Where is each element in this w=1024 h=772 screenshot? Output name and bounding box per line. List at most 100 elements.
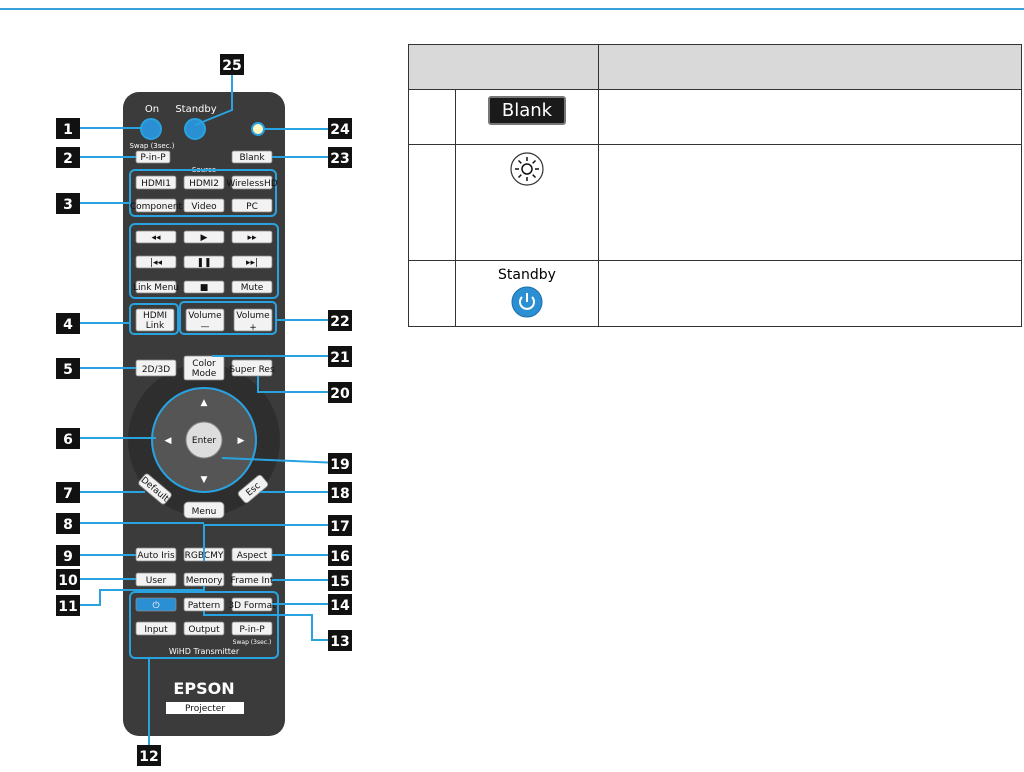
super-res-button[interactable] — [231, 359, 273, 377]
frame-int-label: Frame Int — [231, 576, 274, 586]
callout-2: 2 — [56, 147, 80, 168]
down-arrow-icon[interactable]: ▼ — [201, 475, 208, 485]
play-button[interactable] — [183, 230, 225, 244]
callout-24: 24 — [328, 118, 352, 139]
pinp-label: P-in-P — [140, 153, 166, 163]
hdmi-link-button[interactable] — [135, 308, 175, 332]
color-mode-button[interactable] — [183, 355, 225, 381]
hdmi2-label: HDMI2 — [189, 179, 219, 189]
next-button[interactable] — [231, 255, 273, 269]
svg-text:21: 21 — [330, 350, 349, 366]
esc-button[interactable] — [237, 474, 269, 504]
svg-text:7: 7 — [63, 486, 73, 502]
link-group-highlight — [129, 223, 279, 299]
volume-down-label: Volume — [188, 311, 222, 321]
hdmi1-label: HDMI1 — [141, 179, 171, 189]
callout-19: 19 — [328, 453, 352, 474]
volume-down-button[interactable] — [185, 308, 225, 332]
volume-highlight — [179, 301, 277, 335]
row-number-cell — [408, 260, 456, 327]
wirelesshd-button[interactable] — [231, 175, 273, 190]
standby-label: Standby — [175, 104, 216, 115]
light-icon — [510, 152, 544, 186]
callout-20: 20 — [328, 382, 352, 403]
callout-25: 25 — [220, 54, 244, 75]
svg-text:8: 8 — [63, 517, 73, 533]
row-image-cell: Standby — [455, 260, 599, 327]
output-button[interactable] — [183, 621, 225, 636]
link-menu-label: Link Menu — [133, 283, 179, 293]
hdmi1-button[interactable] — [135, 175, 177, 190]
svg-text:1: 1 — [63, 122, 73, 138]
aspect-label: Aspect — [237, 551, 268, 561]
callout-21: 21 — [328, 346, 352, 367]
enter-button[interactable] — [185, 421, 223, 459]
svg-text:20: 20 — [330, 386, 350, 402]
default-button[interactable] — [137, 473, 172, 506]
row-image-cell — [455, 144, 599, 261]
menu-button[interactable] — [183, 501, 225, 519]
wihd-pinp-label: P-in-P — [239, 625, 265, 635]
svg-text:2: 2 — [63, 151, 73, 167]
stop-icon: ■ — [200, 283, 209, 293]
reference-table: Blank Standby — [408, 44, 1022, 327]
wihd-power-button[interactable] — [135, 597, 177, 612]
callout-22: 22 — [328, 310, 352, 331]
svg-text:9: 9 — [63, 549, 73, 565]
callout-17: 17 — [328, 515, 352, 536]
3d-format-label: 3D Format — [228, 601, 276, 611]
power-icon: ⏻ — [152, 600, 159, 611]
input-button[interactable] — [135, 621, 177, 636]
light-button[interactable] — [251, 122, 265, 136]
on-button[interactable] — [140, 118, 162, 140]
row-description-cell — [598, 89, 1022, 145]
pc-label: PC — [246, 202, 258, 212]
callout-4: 4 — [56, 313, 80, 334]
volume-up-button[interactable] — [233, 308, 273, 332]
right-arrow-icon[interactable]: ▶ — [238, 436, 245, 446]
rewind-button[interactable] — [135, 230, 177, 244]
auto-iris-label: Auto Iris — [137, 551, 175, 561]
row-number-cell — [408, 89, 456, 145]
callout-16: 16 — [328, 545, 352, 566]
wihd-label: WiHD Transmitter — [169, 647, 240, 656]
svg-text:12: 12 — [139, 749, 158, 765]
pc-button[interactable] — [231, 198, 273, 213]
blank-button-image: Blank — [487, 96, 567, 125]
svg-text:13: 13 — [330, 634, 349, 650]
svg-text:16: 16 — [330, 549, 349, 565]
header-rule — [0, 8, 1024, 10]
callout-6: 6 — [56, 428, 80, 449]
hdmi-link-label-1: HDMI — [143, 311, 167, 321]
callout-18: 18 — [328, 482, 352, 503]
mute-button[interactable] — [231, 280, 273, 294]
svg-text:11: 11 — [58, 599, 77, 615]
hdmi2-button[interactable] — [183, 175, 225, 190]
link-menu-button[interactable] — [135, 280, 177, 294]
video-button[interactable] — [183, 198, 225, 213]
prev-button[interactable] — [135, 255, 177, 269]
forward-icon: ▸▸ — [247, 233, 257, 243]
component-button[interactable] — [135, 198, 177, 213]
callout-10: 10 — [56, 569, 80, 590]
enter-label: Enter — [192, 436, 216, 446]
table-row: Blank — [408, 89, 1022, 145]
super-res-label: Super Res — [229, 365, 275, 375]
user-label: User — [146, 576, 167, 586]
forward-button[interactable] — [231, 230, 273, 244]
video-label: Video — [191, 202, 217, 212]
svg-text:3: 3 — [63, 197, 73, 213]
wihd-pinp-button[interactable] — [231, 621, 273, 636]
epson-logo: EPSON — [173, 679, 234, 698]
2d3d-label: 2D/3D — [142, 365, 170, 375]
mute-label: Mute — [241, 283, 264, 293]
left-arrow-icon[interactable]: ◀ — [165, 436, 172, 446]
plus-icon: + — [249, 323, 257, 333]
up-arrow-icon[interactable]: ▲ — [201, 398, 208, 408]
minus-icon: — — [201, 322, 210, 332]
stop-button[interactable] — [183, 280, 225, 294]
svg-text:18: 18 — [330, 486, 349, 502]
swap-label-bottom: Swap (3sec.) — [233, 639, 272, 646]
memory-label: Memory — [186, 576, 223, 586]
pause-button[interactable] — [183, 255, 225, 269]
